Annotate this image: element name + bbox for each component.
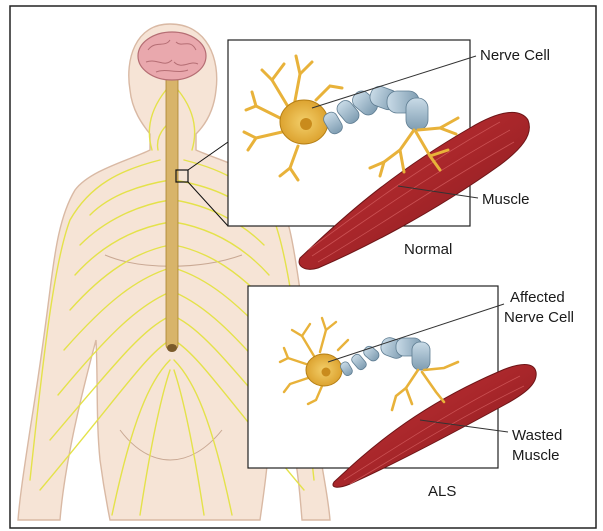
brain	[138, 32, 206, 80]
label-affected-line1: Affected	[510, 289, 565, 306]
label-affected-line2: Nerve Cell	[504, 309, 574, 326]
spinal-cord	[166, 72, 178, 350]
label-wasted-line1: Wasted	[512, 427, 562, 444]
als-panel-frame	[248, 286, 498, 468]
label-muscle: Muscle	[482, 191, 530, 208]
caption-normal: Normal	[404, 241, 452, 258]
spine-end	[167, 344, 177, 352]
caption-als: ALS	[428, 483, 456, 500]
label-nerve-cell: Nerve Cell	[480, 47, 550, 64]
label-wasted-line2: Muscle	[512, 447, 560, 464]
